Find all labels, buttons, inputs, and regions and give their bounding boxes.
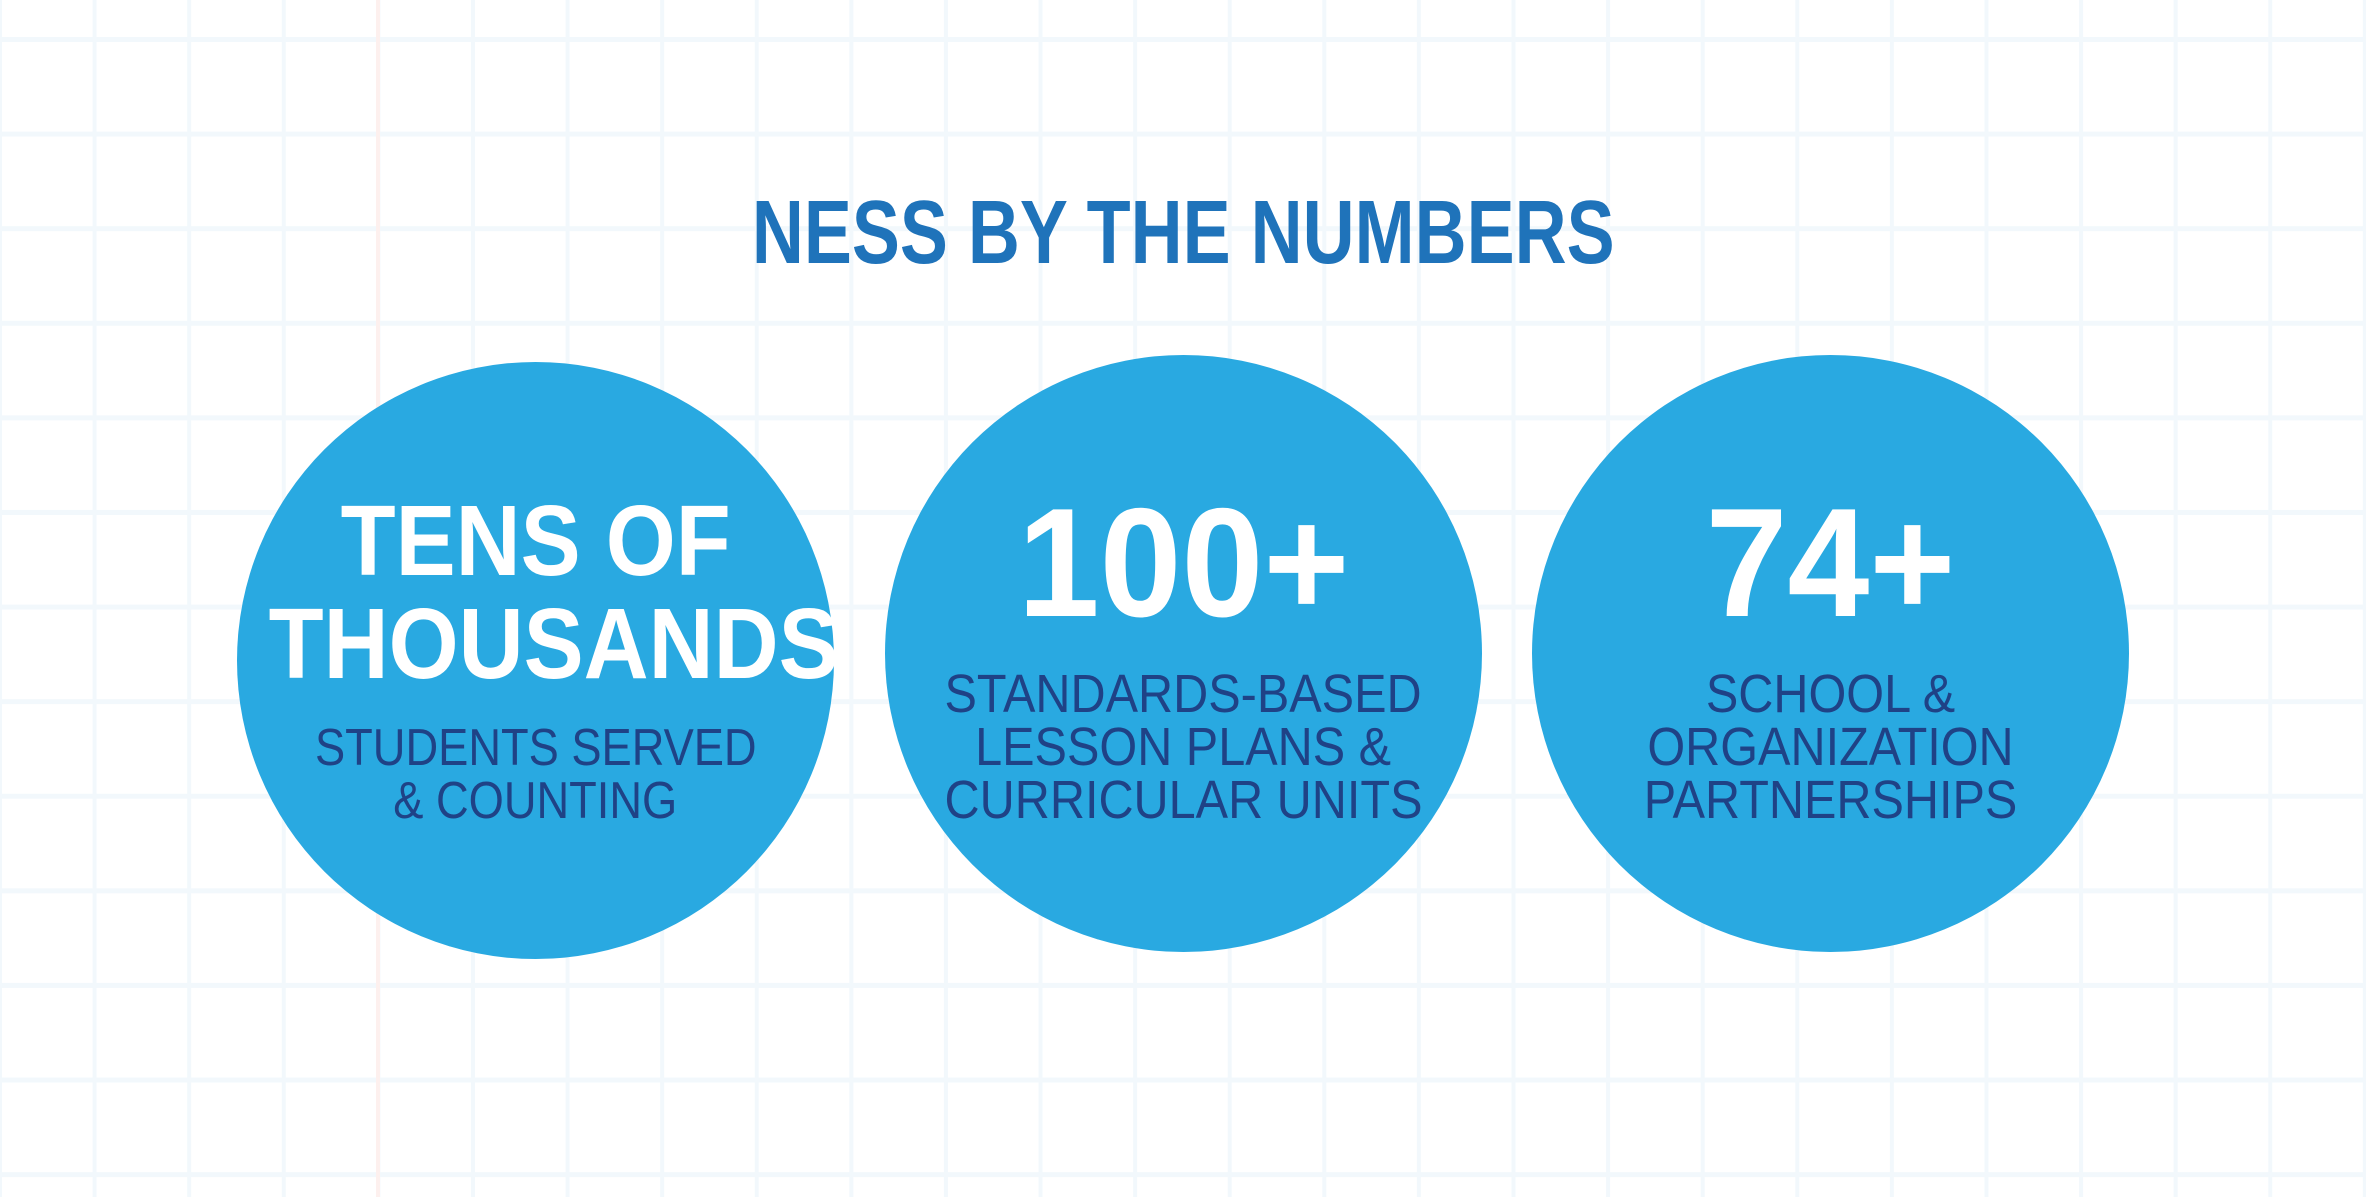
stat-value-line: TENS OF <box>340 485 731 597</box>
stat-caption: STANDARDS-BASED LESSON PLANS & CURRICULA… <box>885 664 1482 830</box>
stat-circle-lesson-plans: 100+ STANDARDS-BASED LESSON PLANS & CURR… <box>885 355 1482 952</box>
stat-caption-line: CURRICULAR UNITS <box>944 770 1423 830</box>
stat-caption-line: STUDENTS SERVED <box>314 719 757 777</box>
stat-circle-partnerships: 74+ SCHOOL & ORGANIZATION PARTNERSHIPS <box>1532 355 2129 952</box>
stat-caption-line: SCHOOL & <box>1705 664 1956 724</box>
stat-caption: SCHOOL & ORGANIZATION PARTNERSHIPS <box>1532 664 2129 830</box>
stat-value: 74+ <box>1532 485 2129 640</box>
stat-caption-line: & COUNTING <box>393 772 678 830</box>
page-title-text: NESS BY THE NUMBERS <box>751 183 1615 283</box>
stat-value-line: THOUSANDS <box>268 588 839 700</box>
stat-circle-students: TENS OF THOUSANDS STUDENTS SERVED & COUN… <box>237 362 839 959</box>
stat-caption-line: PARTNERSHIPS <box>1643 770 2018 830</box>
stat-value-line: 100+ <box>1017 476 1350 649</box>
stat-caption-line: LESSON PLANS & <box>975 717 1392 777</box>
stat-caption: STUDENTS SERVED & COUNTING <box>237 722 834 828</box>
stat-value: 100+ <box>885 485 1482 640</box>
page-title: NESS BY THE NUMBERS <box>0 188 2366 278</box>
stat-caption-line: ORGANIZATION <box>1647 717 2014 777</box>
stat-caption-line: STANDARDS-BASED <box>944 664 1423 724</box>
stat-value-line: 74+ <box>1705 476 1956 649</box>
stat-value: TENS OF THOUSANDS <box>237 485 839 696</box>
